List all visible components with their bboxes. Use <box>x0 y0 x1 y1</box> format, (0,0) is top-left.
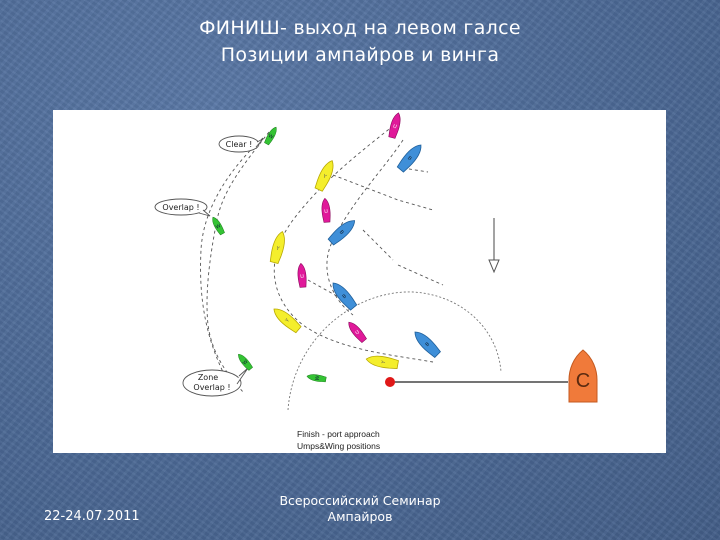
wing-boat-4: W <box>306 372 327 384</box>
bubble-overlap: Overlap ! <box>154 198 211 217</box>
finish-pin-mark <box>385 377 395 387</box>
yellow-boat-2: Y <box>268 229 289 265</box>
title-line-1: ФИНИШ- выход на левом галсе <box>199 17 521 39</box>
magenta-boat-4: U <box>345 319 368 344</box>
diagram-svg: C Clear ! Overlap ! Zone Overlap ! Y Y <box>154 111 598 451</box>
caption-line-2: Umps&Wing positions <box>297 441 380 451</box>
wing-boat-2-label: W <box>215 223 222 231</box>
wing-boat-3: W <box>235 351 254 372</box>
wing-boat-2: W <box>209 215 226 236</box>
blue-boat-1-label: B <box>406 155 413 162</box>
blue-boat-3-label: B <box>341 293 348 300</box>
magenta-boat-4-label: U <box>354 329 361 336</box>
blue-boat-4: B <box>410 327 442 359</box>
footer-date: 22-24.07.2011 <box>44 509 140 524</box>
footer-seminar: Всероссийский Семинар Ампайров <box>260 493 460 525</box>
yellow-boat-1: Y <box>313 157 338 193</box>
caption-line-1: Finish - port approach <box>297 429 380 439</box>
blue-boat-4-label: B <box>424 341 431 348</box>
diagram-canvas: C Clear ! Overlap ! Zone Overlap ! Y Y <box>53 110 666 453</box>
wing-boat-3-label: W <box>242 359 250 367</box>
committee-boat: C <box>568 349 598 403</box>
finish-line <box>385 377 568 387</box>
footer-line-2: Ампайров <box>327 509 393 524</box>
zone-arc <box>287 291 502 411</box>
blue-boat-3: B <box>328 279 359 312</box>
blue-boat-2: B <box>326 216 359 247</box>
slide-title: ФИНИШ- выход на левом галсе Позиции ампа… <box>0 15 720 69</box>
committee-boat-label: C <box>576 370 590 392</box>
yellow-boat-4-label: Y <box>381 359 388 365</box>
magenta-boat-1: U <box>387 111 404 140</box>
diagram-caption: Finish - port approach Umps&Wing positio… <box>297 429 380 451</box>
bubble-overlap-text: Overlap ! <box>162 203 199 212</box>
wing-boat-1: W <box>263 125 280 146</box>
blue-boat-1: B <box>395 141 426 174</box>
bubble-clear-text: Clear ! <box>226 140 253 149</box>
magenta-boat-3-label: U <box>300 274 305 280</box>
footer-line-1: Всероссийский Семинар <box>279 493 441 508</box>
yellow-boat-2-label: Y <box>275 245 281 252</box>
magenta-boat-2: U <box>320 197 332 223</box>
wing-boat-1-label: W <box>267 133 274 141</box>
bubble-zone-line2: Overlap ! <box>193 383 230 392</box>
title-line-2: Позиции ампайров и винга <box>220 44 500 66</box>
yellow-boat-1-label: Y <box>321 173 328 181</box>
yellow-boat-3-label: Y <box>284 317 292 325</box>
magenta-boat-2-label: U <box>324 209 329 215</box>
bubble-zone-overlap: Zone Overlap ! <box>182 367 249 397</box>
magenta-boat-1-label: U <box>392 124 397 131</box>
wing-boat-4-label: W <box>315 375 322 381</box>
bubble-clear: Clear ! <box>218 135 264 153</box>
bubble-zone-line1: Zone <box>198 373 218 382</box>
wind-arrow <box>488 218 500 274</box>
yellow-boat-3: Y <box>270 304 303 335</box>
magenta-boat-3: U <box>296 262 308 288</box>
blue-boat-2-label: B <box>338 229 345 236</box>
yellow-boat-4: Y <box>364 353 400 371</box>
